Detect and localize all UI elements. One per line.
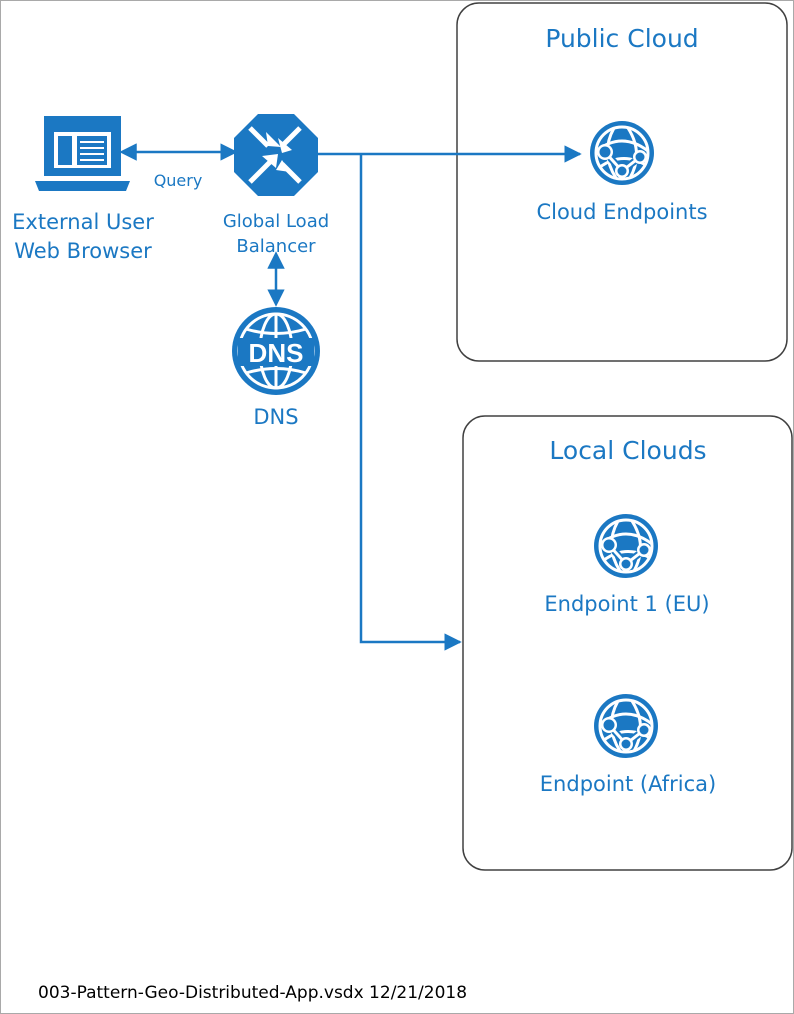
- local-clouds-title: Local Clouds: [549, 436, 706, 465]
- eu-endpoint-label: Endpoint 1 (EU): [544, 592, 709, 616]
- dns-globe-icon: DNS: [232, 307, 320, 395]
- eu-endpoint-globe-icon: [594, 514, 658, 578]
- dns-icon-text: DNS: [249, 338, 304, 368]
- dns-label: DNS: [253, 405, 298, 429]
- footer-filename: 003-Pattern-Geo-Distributed-App.vsdx 12/…: [38, 983, 467, 1003]
- laptop-browser-icon: [35, 116, 130, 191]
- public-cloud-title: Public Cloud: [545, 24, 698, 53]
- africa-endpoint-label: Endpoint (Africa): [540, 772, 716, 796]
- cloud-endpoint-globe-icon: [590, 121, 654, 185]
- cloud-endpoints-label: Cloud Endpoints: [536, 200, 707, 224]
- load-balancer-label-line2: Balancer: [236, 236, 316, 257]
- lb-to-local-connector: [359, 154, 462, 651]
- query-label: Query: [154, 171, 203, 190]
- load-balancer-label-line1: Global Load: [223, 211, 329, 232]
- external-user-label-line2: Web Browser: [14, 239, 152, 263]
- external-user-label-line1: External User: [12, 210, 154, 234]
- local-clouds-box: [462, 415, 793, 871]
- africa-endpoint-globe-icon: [594, 694, 658, 758]
- load-balancer-icon: [234, 114, 318, 196]
